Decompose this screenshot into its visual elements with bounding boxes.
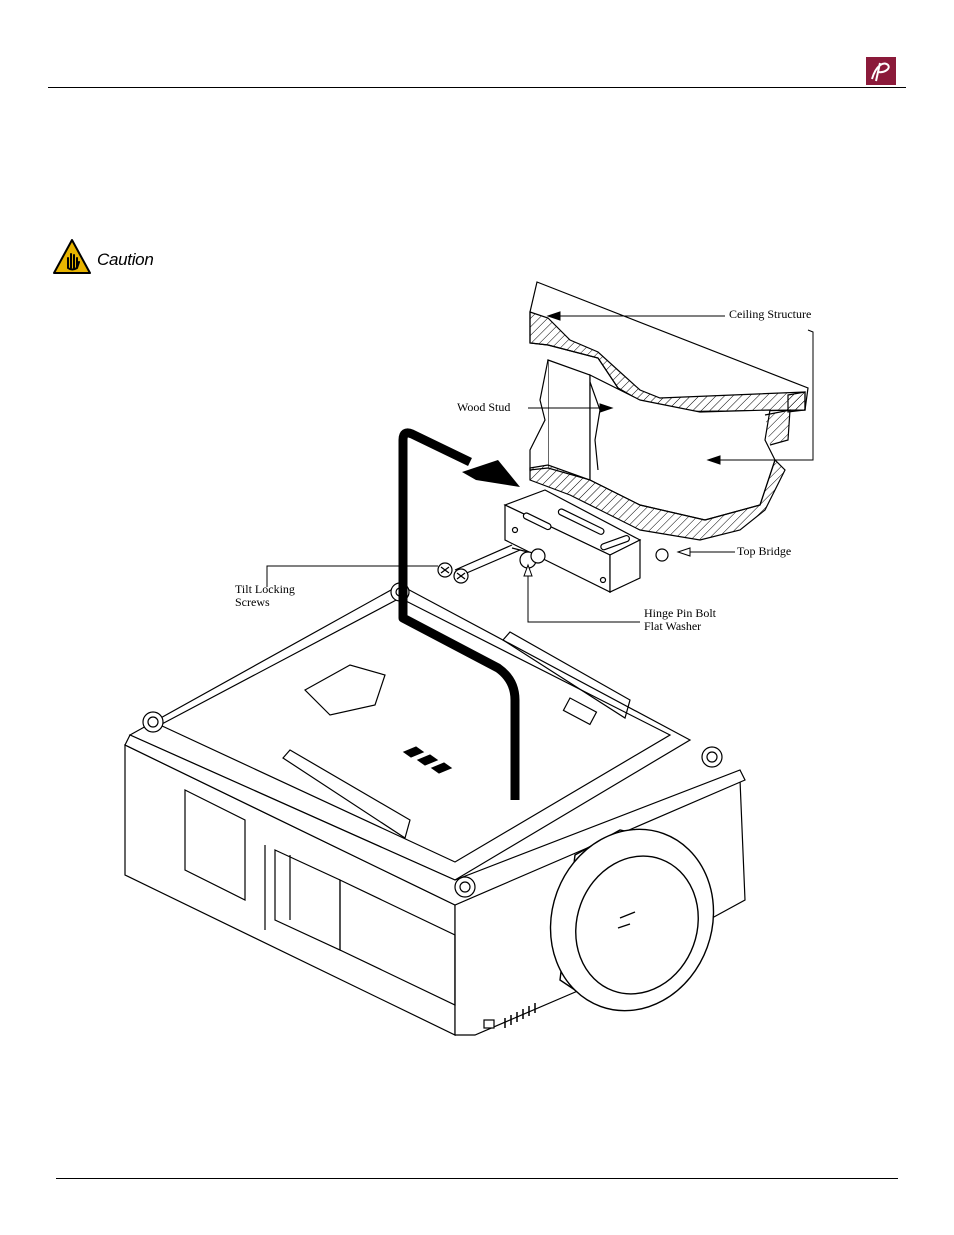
- publisher-logo-icon: [866, 57, 896, 85]
- tilt-locking-screws: [437, 544, 521, 584]
- label-wood-stud: Wood Stud: [457, 400, 511, 414]
- label-tilt-locking-line1: Tilt Locking: [235, 582, 295, 596]
- label-ceiling-structure: Ceiling Structure: [729, 307, 812, 321]
- label-hinge-pin-bolt: Hinge Pin Bolt Flat Washer: [644, 607, 716, 633]
- installation-arrow: [398, 428, 520, 800]
- label-tilt-locking-screws: Tilt Locking Screws: [235, 583, 295, 609]
- ceiling-structure: [529, 281, 809, 541]
- label-top-bridge: Top Bridge: [737, 544, 792, 558]
- label-flat-washer: Flat Washer: [644, 619, 702, 633]
- leader-lines: [266, 311, 814, 623]
- caution-hand-warning-icon: [52, 238, 92, 281]
- label-hinge-pin-bolt-line1: Hinge Pin Bolt: [644, 606, 717, 620]
- footer-rule: [56, 1178, 898, 1179]
- caution-label: Caution: [97, 249, 154, 269]
- label-tilt-locking-line2: Screws: [235, 595, 270, 609]
- arrow-head: [462, 460, 520, 487]
- caution-callout: Caution: [52, 238, 154, 281]
- lens-barrel: [549, 828, 715, 1012]
- header-rule: [48, 87, 906, 88]
- top-bridge: [503, 489, 669, 593]
